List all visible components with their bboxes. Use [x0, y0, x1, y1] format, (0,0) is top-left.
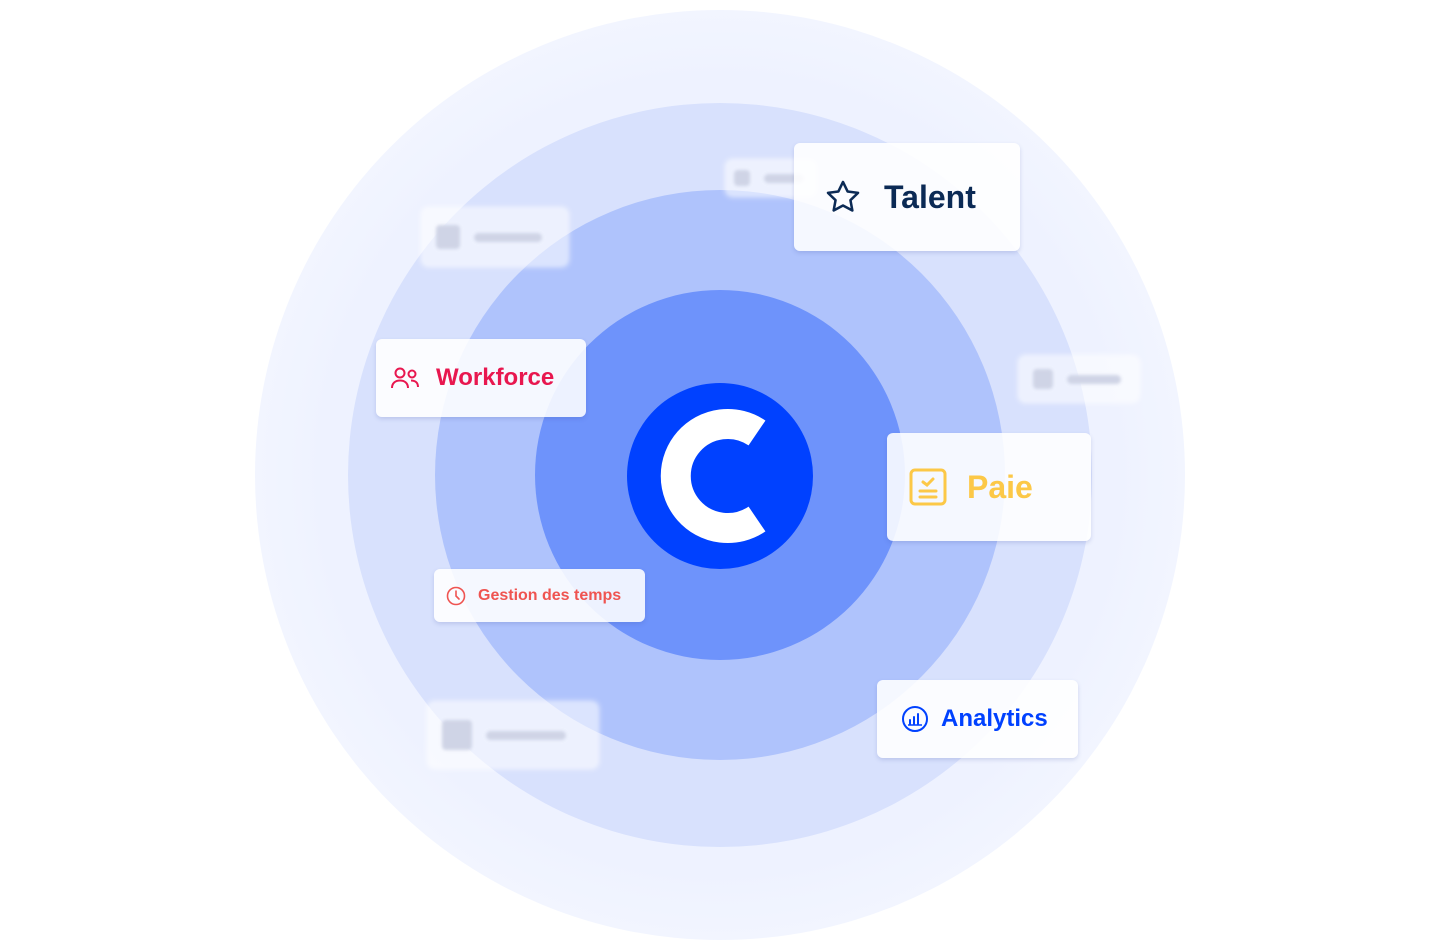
- module-label: Talent: [884, 178, 976, 215]
- module-card-gestion-des-temps[interactable]: Gestion des temps: [434, 569, 645, 622]
- module-label: Paie: [967, 468, 1033, 505]
- placeholder-card: [422, 208, 568, 266]
- module-label: Workforce: [436, 364, 555, 391]
- placeholder-card: [1019, 356, 1139, 402]
- module-label: Gestion des temps: [478, 586, 622, 604]
- chart-icon: [901, 705, 929, 733]
- module-label: Analytics: [941, 705, 1048, 732]
- module-card-paie[interactable]: Paie: [887, 433, 1091, 541]
- module-card-workforce[interactable]: Workforce: [376, 339, 586, 417]
- module-card-analytics[interactable]: Analytics: [877, 680, 1078, 758]
- payslip-icon: [909, 468, 947, 506]
- users-icon: [390, 366, 420, 390]
- module-card-talent[interactable]: Talent: [794, 143, 1020, 251]
- clock-icon: [446, 586, 466, 606]
- star-icon: [824, 178, 862, 216]
- placeholder-card: [428, 702, 598, 768]
- brand-logo: [627, 383, 813, 569]
